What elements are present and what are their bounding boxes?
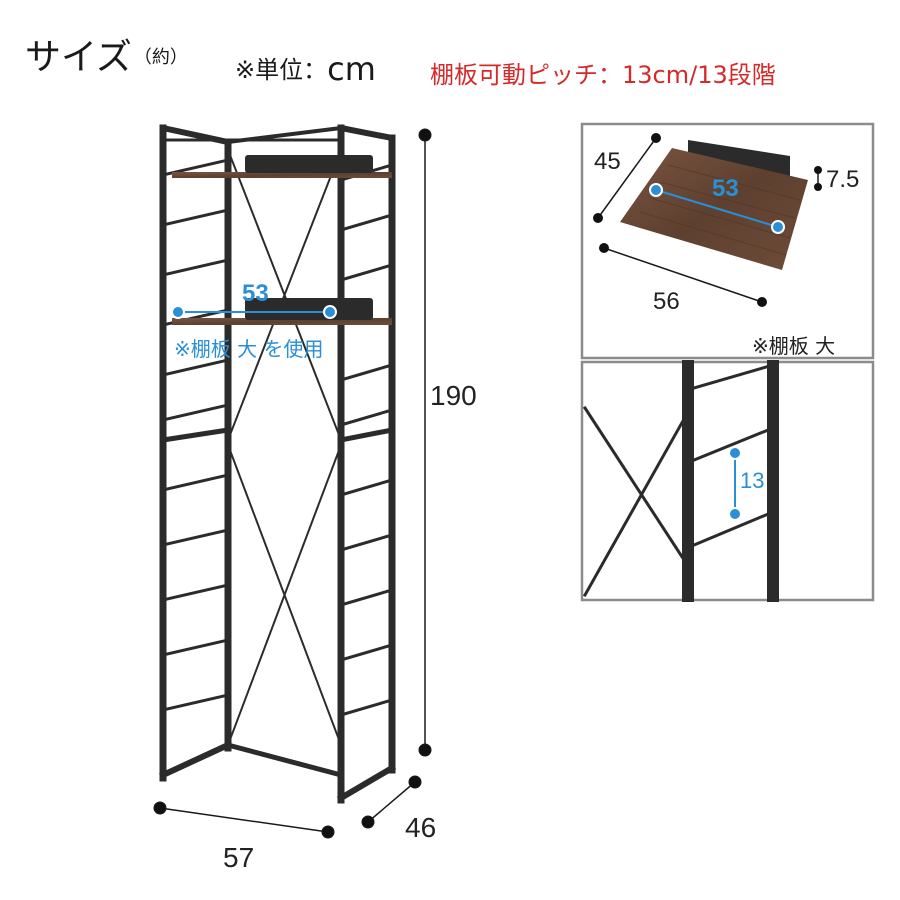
depth-dimension-line <box>361 775 422 829</box>
lower-shelf <box>172 298 392 325</box>
title-text: サイズ <box>25 37 132 78</box>
upper-shelf <box>172 155 392 178</box>
rack-height-label: 190 <box>430 380 477 411</box>
shelf-depth-label: 45 <box>594 148 621 175</box>
unit-label: ※単位：cm <box>235 50 376 88</box>
shelf-lip-height-label: 7.5 <box>826 166 860 193</box>
width-dimension-line <box>153 801 335 839</box>
pitch-label: 13 <box>740 468 765 493</box>
approx-label: （約） <box>133 47 188 68</box>
unit-prefix: ※単位： <box>235 56 328 84</box>
pitch-detail-panel <box>580 360 875 602</box>
unit-value: cm <box>327 50 376 88</box>
rack-width-label: 57 <box>223 842 255 873</box>
rack-depth-label: 46 <box>405 812 437 843</box>
rack-shelf-width-label: 53 <box>242 280 269 307</box>
rack-frame <box>159 124 397 804</box>
page-title: サイズ（約） <box>25 40 188 76</box>
shelf-caption: ※棚板 大 <box>752 334 836 358</box>
shelf-inner-width-label: 53 <box>712 175 739 202</box>
shelf-detail-panel <box>580 122 875 360</box>
pitch-note: 棚板可動ピッチ：13cm/13段階 <box>430 61 776 89</box>
height-dimension-line <box>418 128 432 757</box>
rack-shelf-width-line <box>171 305 337 319</box>
shelf-outer-width-label: 56 <box>653 288 680 315</box>
rack-shelf-note: ※棚板 大 を使用 <box>174 337 324 361</box>
